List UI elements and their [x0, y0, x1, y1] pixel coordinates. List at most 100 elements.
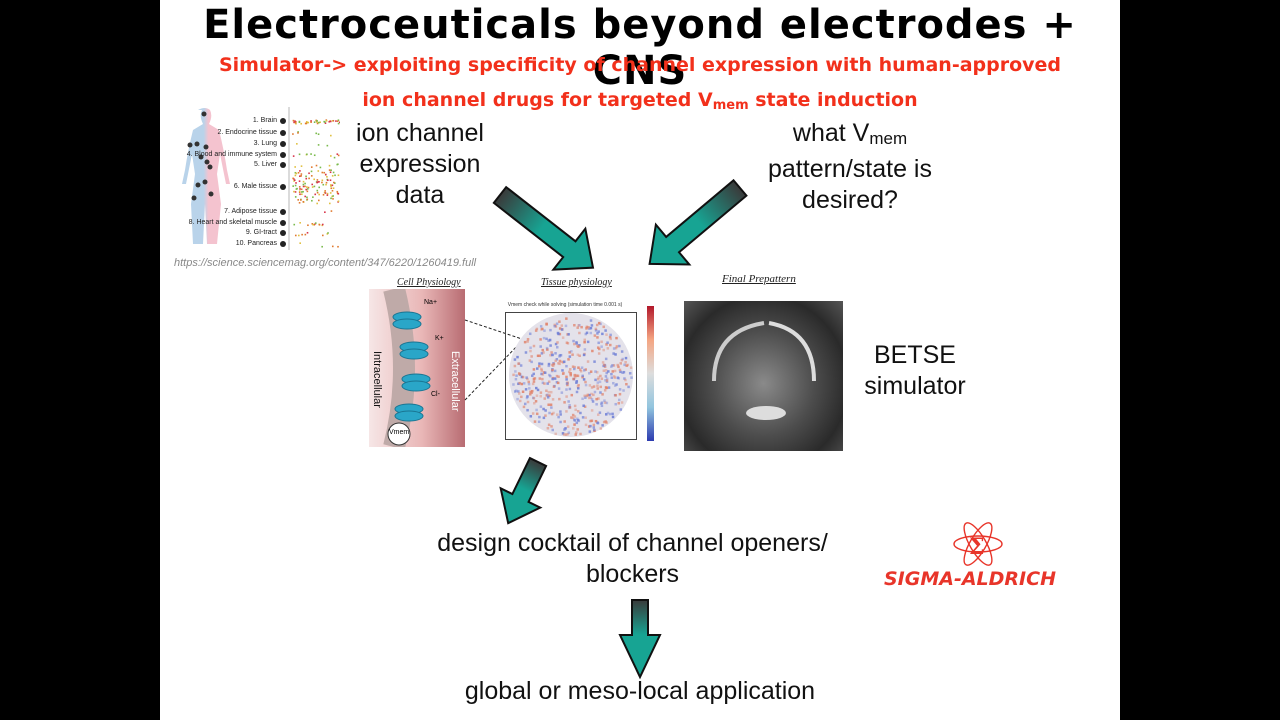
sim-cell [528, 359, 532, 362]
sim-cell [571, 353, 574, 356]
sim-cell [546, 382, 549, 385]
expression-dot [305, 177, 308, 180]
sim-cell [513, 358, 517, 361]
sim-cell [558, 332, 562, 336]
sim-cell [545, 346, 549, 350]
arrow-sim-to-design [499, 456, 548, 525]
sim-cell [568, 351, 571, 354]
sim-cell [546, 348, 549, 351]
sim-cell [540, 367, 543, 371]
expression-dot [328, 169, 331, 171]
expression-dot [313, 154, 316, 157]
sim-cell [596, 336, 599, 339]
expression-dot [300, 165, 303, 167]
expression-dot [336, 153, 339, 155]
expression-dot [316, 181, 319, 183]
expression-dot [299, 193, 301, 196]
final-prepattern-caption: Final Prepattern [722, 273, 796, 285]
expression-dot [294, 120, 296, 122]
sim-cell [592, 393, 595, 397]
expression-dot [322, 183, 325, 186]
sim-cell [555, 381, 559, 384]
sim-cell [545, 337, 548, 341]
sim-cell [568, 370, 571, 374]
sim-cell [525, 396, 529, 400]
tissue-vmem-simulation-plot: Vmem check while solving (simulation tim… [485, 300, 675, 450]
expression-dot [306, 190, 309, 193]
sim-cell [604, 379, 607, 382]
expression-dot [336, 190, 339, 193]
subtitle-text-end: state induction [748, 89, 918, 111]
sim-cell [618, 344, 621, 348]
expression-dot [315, 119, 318, 122]
colorbar [647, 306, 654, 441]
sim-cell [614, 394, 617, 397]
sim-cell [565, 364, 568, 368]
sim-cell [563, 401, 566, 404]
expression-dot [310, 166, 313, 168]
sim-cell [627, 385, 630, 389]
sim-cell [549, 374, 552, 378]
expression-dot [321, 224, 324, 227]
sim-cell [599, 427, 603, 430]
expression-dot [295, 188, 298, 190]
sim-cell [617, 401, 621, 405]
sim-cell [550, 351, 553, 354]
sim-cell [624, 356, 628, 360]
sim-cell [601, 332, 604, 336]
sim-cell [541, 373, 545, 376]
sim-cell [552, 385, 556, 388]
expression-dot [331, 175, 334, 177]
sim-cell [598, 380, 602, 384]
sim-cell [599, 374, 602, 378]
cell-physiology-caption: Cell Physiology [397, 277, 461, 288]
sim-cell [597, 352, 601, 355]
sim-cell [604, 386, 608, 389]
expression-dot [293, 121, 295, 124]
sim-cell [521, 390, 525, 394]
sim-cell [559, 420, 562, 424]
sim-cell [545, 322, 548, 326]
sim-cell [593, 360, 596, 363]
sim-cell [553, 324, 556, 328]
vmem-q-sub: mem [869, 129, 908, 148]
expression-dot [334, 182, 336, 184]
sim-cell [516, 397, 519, 401]
expression-dot [293, 190, 295, 193]
sim-cell [573, 419, 577, 422]
expression-dot [330, 210, 333, 212]
expression-dot [331, 245, 334, 248]
sim-cell [558, 359, 562, 363]
sim-cell [559, 413, 562, 416]
arrow-vmem-to-sim [648, 178, 748, 266]
expression-dot [298, 180, 301, 182]
sim-cell [582, 353, 586, 357]
sim-cell [557, 332, 560, 336]
expression-dot [299, 222, 301, 224]
sim-cell [596, 387, 599, 390]
sim-cell [600, 401, 604, 404]
sim-cell [578, 354, 581, 358]
sim-cell [554, 352, 557, 355]
sim-cell [604, 401, 607, 404]
sim-cell [575, 380, 579, 383]
sim-cell [520, 382, 524, 386]
sim-cell [616, 363, 619, 367]
sim-cell [572, 339, 575, 343]
sim-cell [553, 323, 557, 327]
sim-cell [613, 384, 617, 387]
sim-cell [615, 345, 619, 348]
sim-cell [595, 397, 598, 401]
sim-cell [543, 382, 546, 385]
sim-cell [547, 339, 550, 342]
sim-cell [552, 362, 556, 366]
expression-dot [321, 181, 323, 184]
expression-dot [332, 171, 335, 174]
sim-cell [573, 342, 576, 346]
sim-cell [575, 390, 579, 394]
sim-cell [544, 414, 547, 417]
sim-cell [610, 372, 613, 376]
expression-dot [315, 164, 318, 167]
sim-cell [561, 336, 565, 339]
sim-cell [560, 324, 564, 327]
